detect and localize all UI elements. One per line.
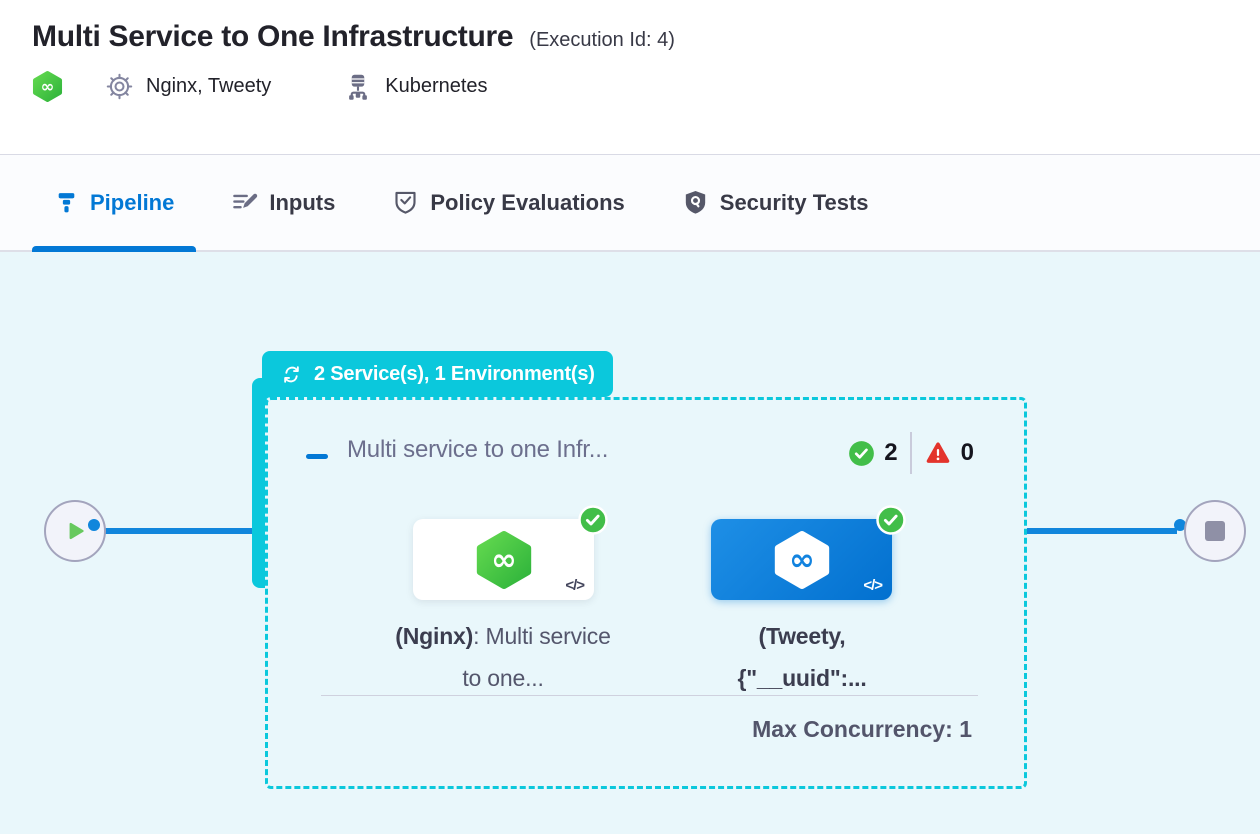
svg-text:∞: ∞ [789,541,815,577]
tab-pipeline-label: Pipeline [90,189,175,215]
harness-cd-module-icon: ∞ [32,70,63,103]
stage-status-summary: 2 0 [848,432,974,474]
active-tab-underline [32,246,197,252]
inputs-icon [231,189,258,216]
node-label-tweety: (Tweety, {"__uuid":... [737,623,867,691]
node-label-nginx: (Nginx): Multi service to one... [395,623,611,691]
node-success-badge-icon [578,505,608,535]
stage-multi-deploy-badge[interactable]: 2 Service(s), 1 Environment(s) [262,351,613,397]
tab-inputs-label: Inputs [269,189,336,215]
tab-pipeline[interactable]: Pipeline [32,155,197,252]
tab-inputs[interactable]: Inputs [209,155,357,250]
execution-id: (Execution Id: 4) [529,29,675,51]
code-step-icon: </> [863,577,883,594]
play-icon [69,522,84,540]
harness-hexagon-white-icon: ∞ [773,529,831,591]
pipeline-icon [54,189,79,216]
execution-tabbar: Pipeline Inputs Policy Evaluations [0,155,1260,252]
infrastructure-label: Kubernetes [385,75,488,97]
success-count: 2 [884,439,898,466]
pipeline-start-node[interactable] [44,500,106,562]
edge-stage-to-end [1027,528,1177,534]
node-success-badge-icon [876,505,906,535]
collapse-minus-icon[interactable] [306,454,328,459]
pipeline-canvas[interactable]: 2 Service(s), 1 Environment(s) Multi ser… [0,252,1260,834]
execution-header: Multi Service to One Infrastructure (Exe… [0,0,1260,155]
tab-policy-evaluations-label: Policy Evaluations [430,189,625,215]
end-connector-port [1174,519,1186,531]
max-concurrency-label: Max Concurrency: 1 [752,716,972,742]
code-step-icon: </> [565,577,585,594]
tab-security-tests-label: Security Tests [719,189,869,215]
page-title: Multi Service to One Infrastructure [32,20,514,53]
status-divider [909,432,912,474]
stage-footer-divider [321,695,978,696]
success-check-icon [848,440,875,467]
error-count: 0 [960,439,974,466]
start-connector-port [88,519,100,531]
edge-start-to-stage [102,528,254,534]
svg-text:∞: ∞ [491,541,517,577]
stage-header: Multi service to one Infr... 2 [268,432,1024,480]
security-shield-icon [682,189,709,216]
infrastructure-icon [343,72,373,102]
warning-triangle-icon [924,439,952,467]
shield-check-icon [392,189,419,216]
stage-group-container[interactable]: Multi service to one Infr... 2 [265,397,1027,789]
stop-icon [1205,521,1225,541]
pipeline-end-node[interactable] [1184,500,1246,562]
svg-text:∞: ∞ [41,77,55,96]
stage-badge-label: 2 Service(s), 1 Environment(s) [314,362,595,385]
service-node-tweety[interactable]: ∞ </> [711,505,906,600]
services-gear-icon [105,72,134,101]
services-label: Nginx, Tweety [146,75,272,97]
stage-title: Multi service to one Infr... [347,436,609,463]
loop-refresh-icon [280,363,303,386]
tab-security-tests[interactable]: Security Tests [660,155,891,250]
tab-policy-evaluations[interactable]: Policy Evaluations [370,155,646,250]
harness-hexagon-green-icon: ∞ [475,529,533,591]
service-node-nginx[interactable]: ∞ </> [413,505,608,600]
